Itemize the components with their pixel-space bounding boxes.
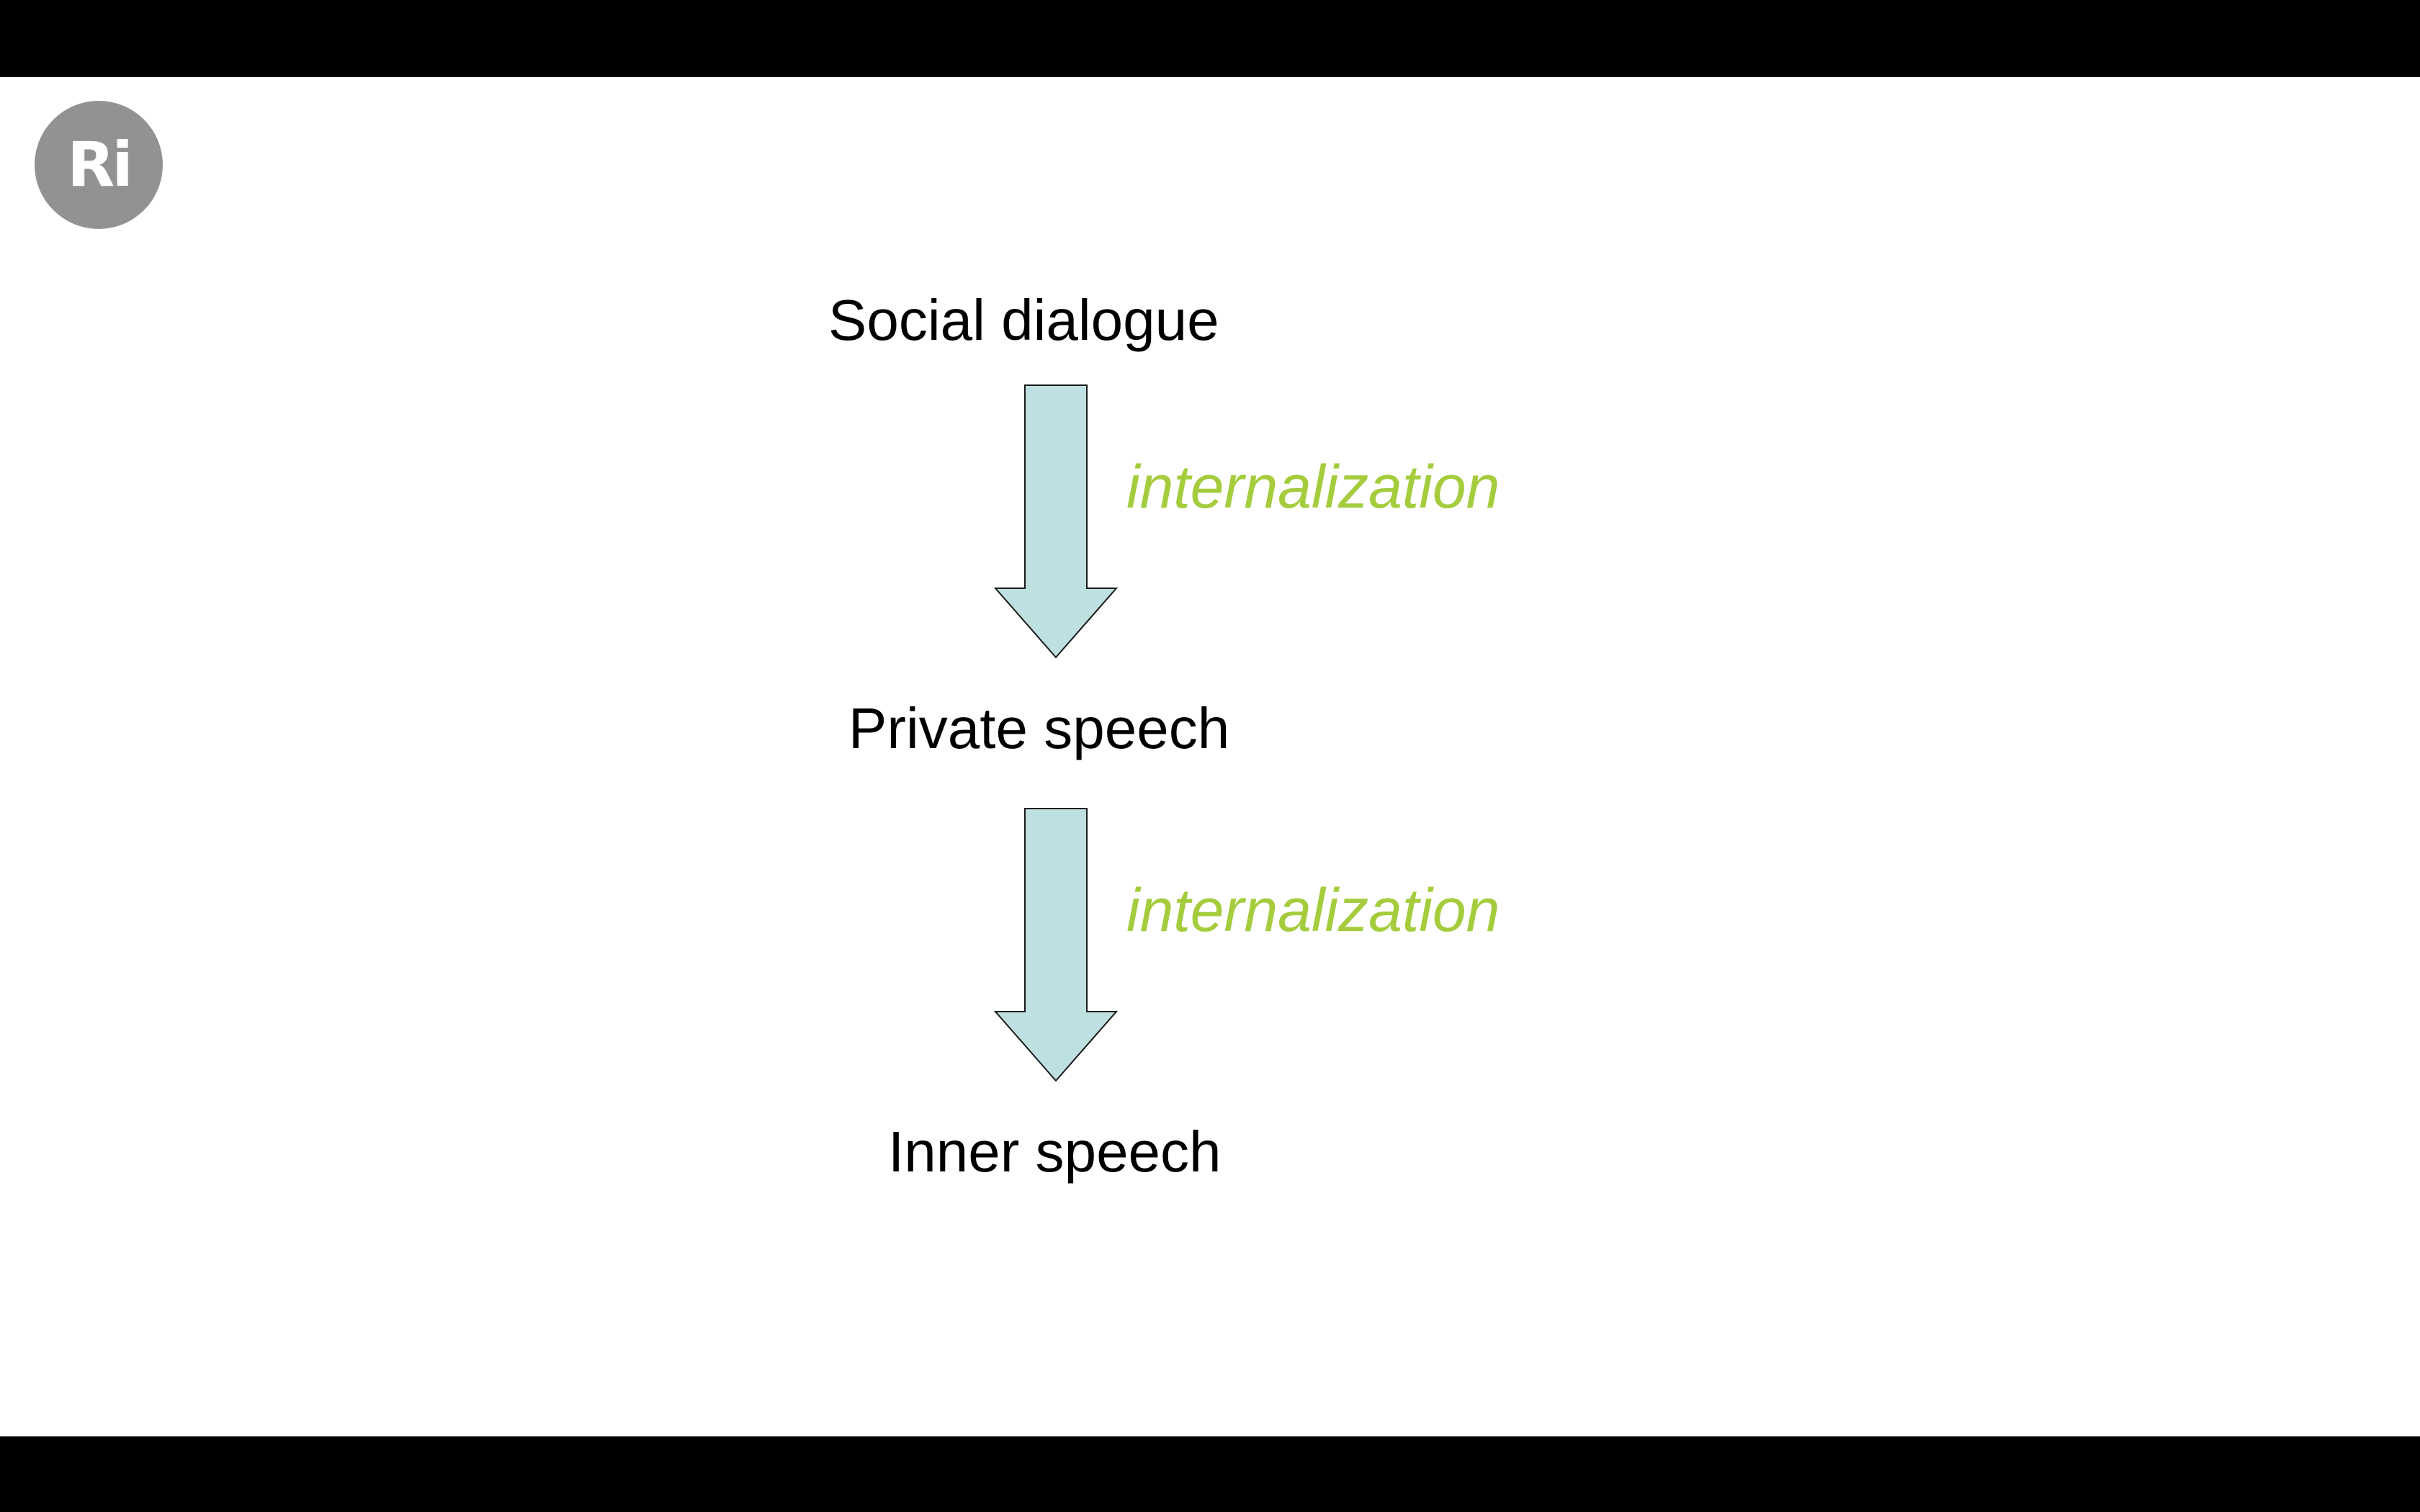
stage-label-inner-speech: Inner speech bbox=[888, 1120, 1222, 1184]
ri-logo: Ri bbox=[35, 101, 163, 229]
transition-label-internalization: internalization bbox=[1126, 876, 1500, 944]
down-arrow-icon bbox=[994, 808, 1118, 1082]
down-arrow-icon bbox=[994, 384, 1118, 659]
slide bbox=[0, 77, 2420, 1436]
stage-label-private-speech: Private speech bbox=[848, 696, 1230, 760]
transition-label-internalization: internalization bbox=[1126, 453, 1500, 521]
stage-label-social-dialogue: Social dialogue bbox=[828, 288, 1219, 352]
